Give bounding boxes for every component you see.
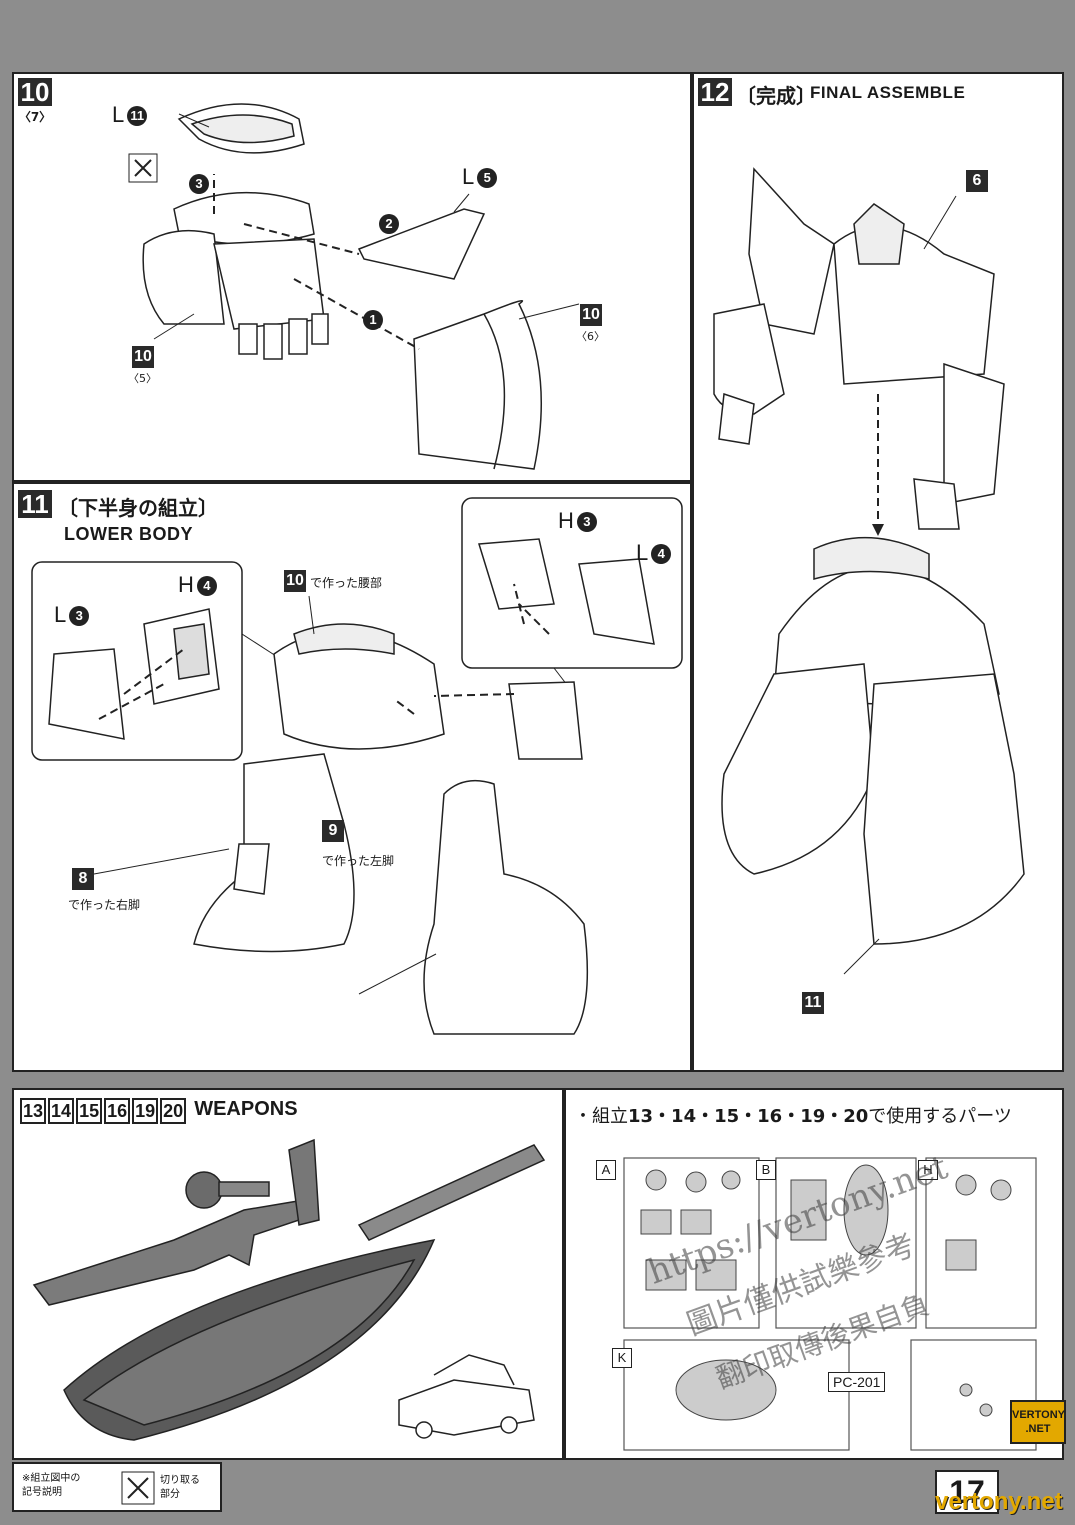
step10-number: 10 xyxy=(18,78,52,106)
waist-ref-label: で作った腰部 xyxy=(310,576,383,590)
runner-a-label: A xyxy=(596,1160,616,1180)
weapons-title: 13 14 15 16 19 20 WEAPONS xyxy=(20,1098,298,1124)
footer-legend: ※組立図中の 記号説明 切り取る 部分 xyxy=(12,1462,222,1512)
runner-frames-art xyxy=(623,1157,1037,1451)
ref-step10-bottom: 10 xyxy=(132,346,154,368)
runner-h-label: H xyxy=(918,1160,938,1180)
parts-panel: ・組立13・14・15・16・19・20で使用するパーツ A B H K P xyxy=(564,1088,1064,1460)
parts-title: ・組立13・14・15・16・19・20で使用するパーツ xyxy=(574,1106,1012,1127)
step10-panel: 10 〈7〉 xyxy=(12,72,692,482)
step12-final-art xyxy=(713,167,1025,975)
pc-201-label: PC-201 xyxy=(828,1372,886,1392)
left-leg-ref-number: 9 xyxy=(322,820,344,842)
step10-arrow-1: 1 xyxy=(360,306,383,332)
step12-title-en: FINAL ASSEMBLE xyxy=(810,83,966,102)
step11-lowerbody-art xyxy=(31,497,683,1035)
weapons-step-13: 13 xyxy=(20,1098,47,1124)
step11-panel: 11 〔下半身の組立〕 LOWER BODY xyxy=(12,482,692,1072)
weapons-step-14: 14 xyxy=(48,1098,75,1124)
step10-subnumber: 〈7〉 xyxy=(18,110,52,124)
step10-waist-art xyxy=(128,103,580,470)
watermark-badge: VERTONY .NET xyxy=(1010,1400,1066,1444)
ref-step10-top-sub: 〈6〉 xyxy=(576,330,605,343)
runner-k-label: K xyxy=(612,1348,632,1368)
ref-step10-bottom-sub: 〈5〉 xyxy=(128,372,157,385)
step10-arrow-3: 3 xyxy=(186,170,209,196)
step12-upper-ref: 6 xyxy=(966,170,988,192)
weapons-step-15: 15 xyxy=(76,1098,103,1124)
step12-number: 12 xyxy=(698,78,732,106)
step12-lower-ref: 11 xyxy=(802,992,824,1014)
cut-legend-label: 切り取る 部分 xyxy=(160,1475,200,1500)
weapons-step-20: 20 xyxy=(160,1098,187,1124)
left-leg-ref-label: で作った左脚 xyxy=(322,854,395,868)
step12-panel: 12 〔完成〕 FINAL ASSEMBLE xyxy=(692,72,1064,1072)
weapons-art xyxy=(32,1138,546,1441)
waist-ref-number: 10 xyxy=(284,570,306,592)
weapons-panel: 13 14 15 16 19 20 WEAPONS xyxy=(12,1088,564,1460)
step11-title-jp: 〔下半身の組立〕 xyxy=(58,496,218,520)
watermark-bottom: vertony.net xyxy=(935,1488,1063,1515)
nipper-icon xyxy=(121,1471,155,1505)
weapons-title-text: WEAPONS xyxy=(194,1098,298,1120)
right-leg-ref-number: 8 xyxy=(72,868,94,890)
weapons-step-19: 19 xyxy=(132,1098,159,1124)
step11-number: 11 xyxy=(18,490,52,518)
right-leg-ref-label: で作った右脚 xyxy=(68,898,141,912)
runner-b-label: B xyxy=(756,1160,776,1180)
step11-title-en: LOWER BODY xyxy=(64,524,193,544)
page-number: 17 xyxy=(935,1470,999,1514)
ref-step10-top: 10 xyxy=(580,304,602,326)
footer-note: ※組立図中の 記号説明 xyxy=(22,1473,81,1498)
step12-title-jp: 〔完成〕 xyxy=(736,84,816,108)
step10-arrow-2: 2 xyxy=(376,210,399,236)
weapons-step-16: 16 xyxy=(104,1098,131,1124)
